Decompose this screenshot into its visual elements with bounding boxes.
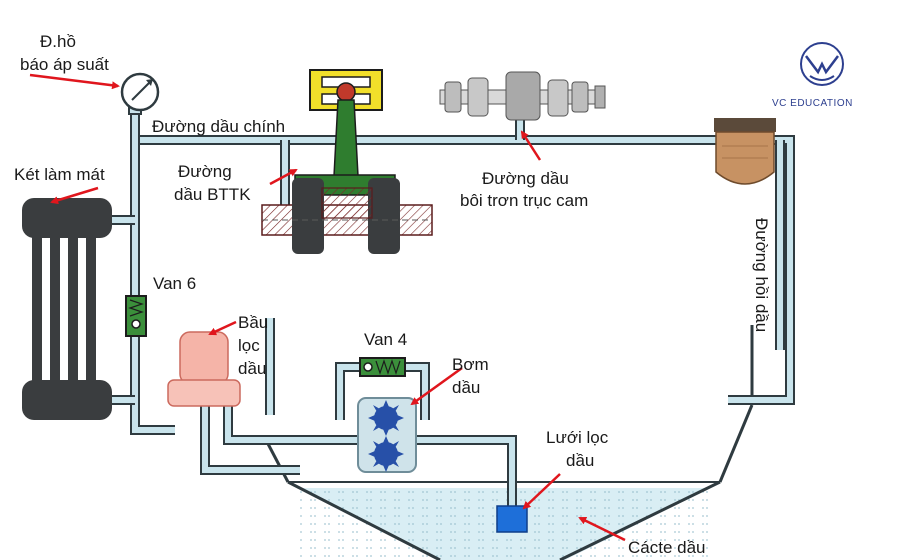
valve4-label: Van 4 — [364, 330, 407, 349]
camshaft-line-label-1: Đường dầu — [482, 169, 569, 188]
crank-line-label-1: Đường — [178, 162, 232, 181]
crank-arrow — [269, 168, 298, 186]
oil-cap — [714, 118, 776, 185]
oil-pump — [357, 397, 417, 473]
main-oil-line-label: Đường dầu chính — [152, 117, 285, 136]
crank-line-label-2: dầu BTTK — [174, 185, 251, 204]
filter-arrow — [208, 320, 237, 336]
radiator — [22, 198, 112, 420]
pump-arrow — [410, 366, 463, 406]
camshaft — [439, 71, 606, 121]
oil-pipes — [110, 103, 795, 508]
pressure-gauge — [120, 72, 160, 115]
strainer-label-1: Lưới lọc — [546, 428, 609, 447]
valve-6 — [125, 295, 147, 337]
return-line-label: Đường hồi dầu — [752, 218, 771, 332]
gauge-arrow — [29, 73, 120, 90]
camshaft-arrow — [520, 130, 542, 161]
pump-label-2: dầu — [452, 378, 480, 397]
camshaft-line-label-2: bôi trơn trục cam — [460, 191, 588, 210]
brand-logo — [800, 42, 844, 86]
sump-arrow — [578, 516, 626, 542]
radiator-arrow — [50, 186, 99, 205]
brand-name: VC EDUCATION — [772, 98, 853, 109]
piston-assembly — [309, 69, 383, 177]
pump-gear-top — [368, 400, 404, 436]
oil-strainer — [496, 505, 528, 533]
pump-gear-bottom — [368, 436, 404, 472]
crankshaft — [261, 174, 433, 254]
filter-label-3: dầu — [238, 359, 266, 378]
radiator-label: Két làm mát — [14, 165, 105, 184]
filter-label-1: Bầu — [238, 313, 268, 332]
filter-label-2: lọc — [238, 336, 260, 355]
strainer-arrow — [522, 473, 561, 510]
valve6-label: Van 6 — [153, 274, 196, 293]
gauge-label-line1: Đ.hồ — [40, 32, 76, 51]
strainer-label-2: dầu — [566, 451, 594, 470]
oil-filter — [167, 331, 241, 407]
sump-label: Cácte dầu — [628, 538, 706, 557]
valve-4 — [359, 357, 406, 377]
gauge-label-line2: báo áp suất — [20, 55, 109, 74]
pump-label-1: Bơm — [452, 355, 489, 374]
